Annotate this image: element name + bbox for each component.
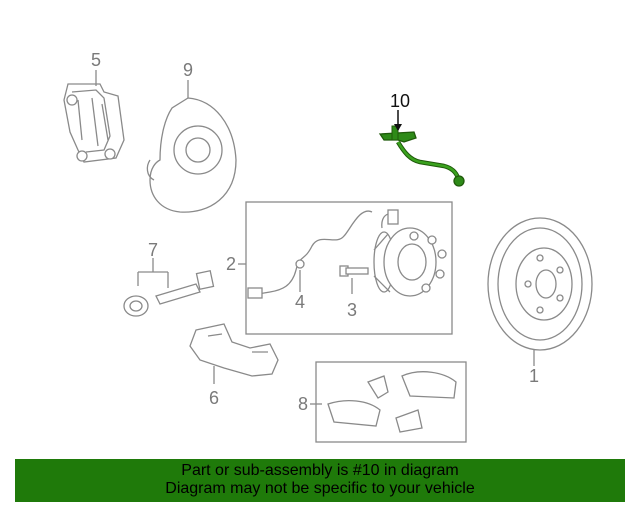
callout-1[interactable]: 1: [529, 366, 539, 386]
callout-9[interactable]: 9: [183, 60, 193, 80]
caliper-bracket-part[interactable]: [189, 323, 279, 377]
callout-2[interactable]: 2: [226, 254, 236, 274]
bolt-part[interactable]: [339, 265, 369, 277]
leader-line: [137, 258, 169, 288]
brake-rotor-part[interactable]: [487, 217, 593, 351]
callout-3[interactable]: 3: [347, 300, 357, 320]
callout-6[interactable]: 6: [209, 388, 219, 408]
dust-shield-part[interactable]: [146, 97, 237, 213]
hub-assembly-box: [245, 201, 453, 335]
callout-10[interactable]: 10: [390, 91, 410, 111]
wheel-speed-sensor-part[interactable]: [247, 209, 399, 299]
hub-bearing-part[interactable]: [373, 227, 447, 297]
arrow-head-icon: [394, 124, 402, 131]
banner-line-1: Part or sub-assembly is #10 in diagram: [181, 462, 459, 479]
brake-hose-part[interactable]: [378, 125, 465, 187]
brake-pad-box: [315, 361, 467, 443]
caliper-part[interactable]: [63, 83, 125, 163]
callout-4[interactable]: 4: [295, 292, 305, 312]
callout-5[interactable]: 5: [91, 50, 101, 70]
callout-7[interactable]: 7: [148, 240, 158, 260]
guide-pin-part[interactable]: [123, 269, 215, 317]
banner-line-2: Diagram may not be specific to your vehi…: [165, 480, 475, 497]
info-banner: Part or sub-assembly is #10 in diagram D…: [15, 459, 625, 502]
brake-pad-kit-part[interactable]: [327, 371, 457, 433]
callout-8[interactable]: 8: [298, 394, 308, 414]
parts-diagram: 5 9 10 2 4: [63, 50, 593, 443]
